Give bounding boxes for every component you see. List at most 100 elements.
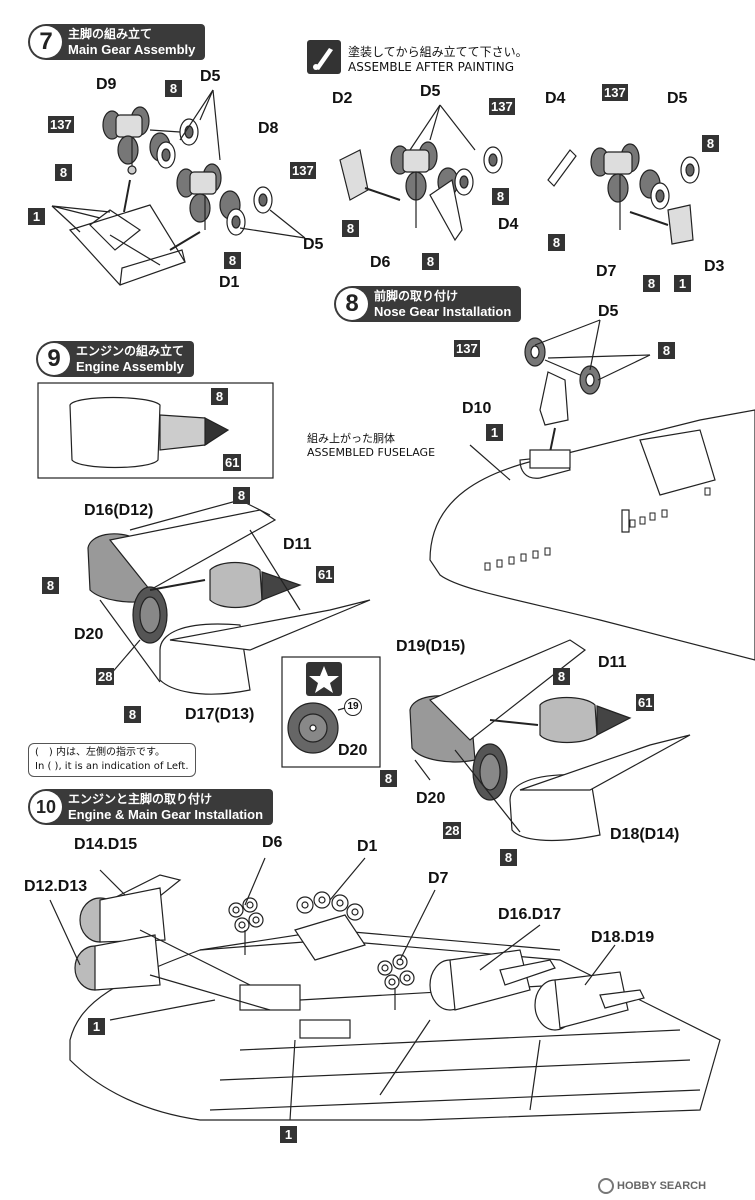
- part-label: D2: [332, 90, 353, 107]
- color-tag: 8: [548, 234, 565, 251]
- fuselage-nose-drawing: [429, 409, 755, 661]
- main-gear-d6-step10-drawing: [228, 897, 264, 955]
- part-label: D4: [498, 216, 519, 233]
- color-tag: 1: [88, 1018, 105, 1035]
- color-tag: 8: [492, 188, 509, 205]
- step-title-en: Main Gear Assembly: [68, 42, 196, 57]
- part-label: D20: [74, 626, 104, 643]
- step-number: 7: [30, 26, 62, 58]
- part-label: D5: [667, 90, 688, 107]
- d20-fan-drawing: [287, 702, 339, 754]
- step-title-en: Engine Assembly: [76, 359, 184, 374]
- left-side-note: ( ) 内は、左側の指示です。 In ( ), it is an indicat…: [28, 743, 196, 777]
- engine-right-drawing: [409, 639, 691, 842]
- part-label: D6: [370, 254, 391, 271]
- color-tag: 8: [422, 253, 439, 270]
- part-label: D10: [462, 400, 492, 417]
- color-tag: 137: [454, 340, 480, 357]
- part-label: D12.D13: [24, 878, 88, 895]
- color-tag: 137: [290, 162, 316, 179]
- color-tag: 137: [602, 84, 628, 101]
- paint-brush-icon: [307, 40, 341, 74]
- color-circle-tag: 19: [344, 698, 362, 716]
- gear-d6-assembly-drawing: [339, 141, 503, 242]
- part-label: D11: [598, 654, 627, 671]
- part-label: D1: [219, 274, 240, 291]
- gear-d7-assembly-drawing: [547, 143, 700, 245]
- watermark: HOBBY SEARCH: [598, 1178, 706, 1194]
- color-tag: 8: [42, 577, 59, 594]
- color-tag: 8: [643, 275, 660, 292]
- color-tag: 8: [658, 342, 675, 359]
- color-tag: 8: [380, 770, 397, 787]
- star-icon: [306, 662, 342, 696]
- color-tag: 1: [280, 1126, 297, 1143]
- engine-preview-drawing: [69, 396, 230, 469]
- part-label: D17(D13): [185, 706, 255, 723]
- color-tag: 8: [224, 252, 241, 269]
- part-label: D9: [96, 76, 117, 93]
- color-tag: 28: [443, 822, 462, 839]
- part-label: D5: [200, 68, 221, 85]
- step-title-en: Engine & Main Gear Installation: [68, 807, 264, 822]
- gear-bay-d1-drawing: [68, 204, 186, 286]
- color-tag: 61: [223, 454, 242, 471]
- part-label: D5: [420, 83, 441, 100]
- color-tag: 8: [233, 487, 250, 504]
- fuselage-note-en: ASSEMBLED FUSELAGE: [307, 446, 436, 459]
- color-tag: 61: [316, 566, 335, 583]
- part-label: D20: [338, 742, 368, 759]
- engine-d18-step10-drawing: [534, 971, 645, 1031]
- color-tag: 137: [489, 98, 515, 115]
- paint-note-jp: 塗装してから組み立てて下さい。: [348, 45, 528, 59]
- step-title-jp: エンジンの組み立て: [76, 344, 185, 358]
- color-tag: 8: [500, 849, 517, 866]
- step-title-jp: 前脚の取り付け: [374, 289, 459, 303]
- part-label: D8: [258, 120, 279, 137]
- engine-left-drawing: [87, 499, 371, 695]
- color-tag: 8: [702, 135, 719, 152]
- engine-d16-step10-drawing: [429, 949, 556, 1011]
- watermark-logo-icon: [598, 1178, 614, 1194]
- part-label: D5: [598, 303, 619, 320]
- part-label: D18.D19: [591, 929, 655, 946]
- color-tag: 1: [28, 208, 45, 225]
- part-label: D6: [262, 834, 283, 851]
- paint-note-en: ASSEMBLE AFTER PAINTING: [348, 60, 514, 74]
- main-gear-d9-drawing: [102, 106, 199, 175]
- part-label: D11: [283, 536, 312, 553]
- part-label: D19(D15): [396, 638, 466, 655]
- part-label: D20: [416, 790, 446, 807]
- step-title-en: Nose Gear Installation: [374, 304, 512, 319]
- part-label: D14.D15: [74, 836, 138, 853]
- color-tag: 8: [553, 668, 570, 685]
- part-label: D7: [428, 870, 449, 887]
- part-label: D7: [596, 263, 617, 280]
- nose-gear-d10-drawing: [524, 337, 601, 426]
- color-tag: 137: [48, 116, 74, 133]
- d20-detail-box: [281, 656, 381, 768]
- color-tag: 1: [674, 275, 691, 292]
- part-label: D18(D14): [610, 826, 680, 843]
- color-tag: 8: [342, 220, 359, 237]
- color-tag: 8: [165, 80, 182, 97]
- part-label: D3: [704, 258, 725, 275]
- step-number: 10: [30, 791, 62, 823]
- step-title-jp: エンジンと主脚の取り付け: [68, 792, 213, 806]
- main-gear-d8-drawing: [176, 163, 273, 236]
- watermark-text: HOBBY SEARCH: [617, 1179, 707, 1192]
- color-tag: 8: [211, 388, 228, 405]
- color-tag: 28: [96, 668, 115, 685]
- left-note-en: In ( ), it is an indication of Left.: [35, 761, 189, 772]
- step-title-jp: 主脚の組み立て: [68, 27, 153, 41]
- part-label: D5: [303, 236, 324, 253]
- color-tag: 8: [55, 164, 72, 181]
- engine-preview-box: [37, 382, 274, 479]
- step-number: 9: [38, 343, 70, 375]
- step-number: 8: [336, 288, 368, 320]
